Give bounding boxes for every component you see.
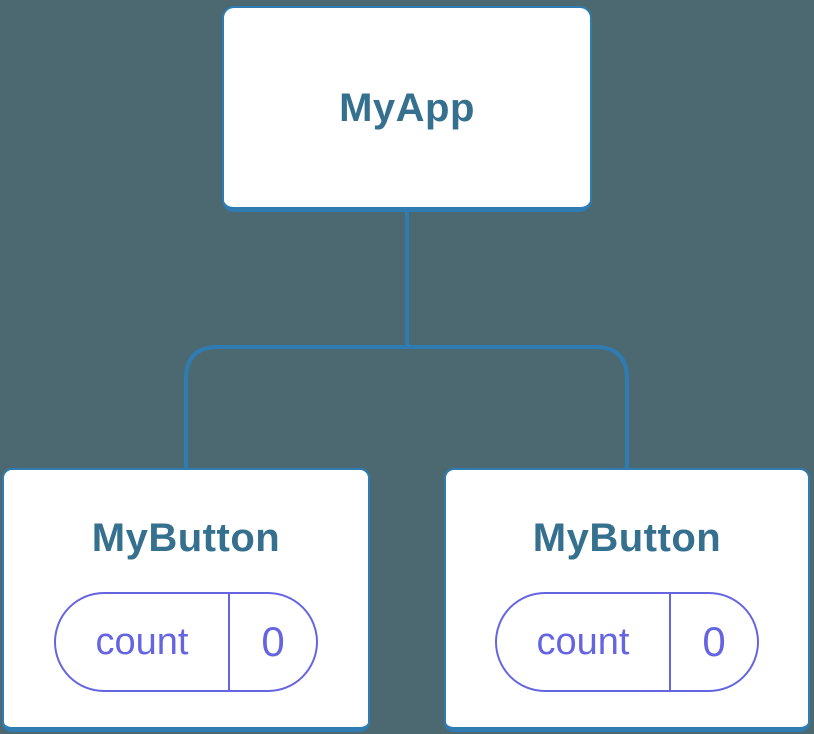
component-node-root: MyApp: [222, 6, 592, 212]
component-label-root: MyApp: [339, 85, 475, 130]
state-value-1: 0: [261, 618, 285, 665]
state-pill-2: count 0: [495, 592, 759, 692]
branch-connector-line: [184, 345, 629, 470]
component-label-child-2: MyButton: [532, 516, 722, 560]
component-node-child-1: MyButton count 0: [2, 468, 370, 732]
component-label-child-1: MyButton: [91, 516, 281, 560]
state-key-1: count: [56, 594, 230, 690]
state-value-2: 0: [702, 618, 726, 665]
state-pill-1: count 0: [54, 592, 318, 692]
state-key-2: count: [497, 594, 671, 690]
component-node-child-2: MyButton count 0: [444, 468, 810, 732]
